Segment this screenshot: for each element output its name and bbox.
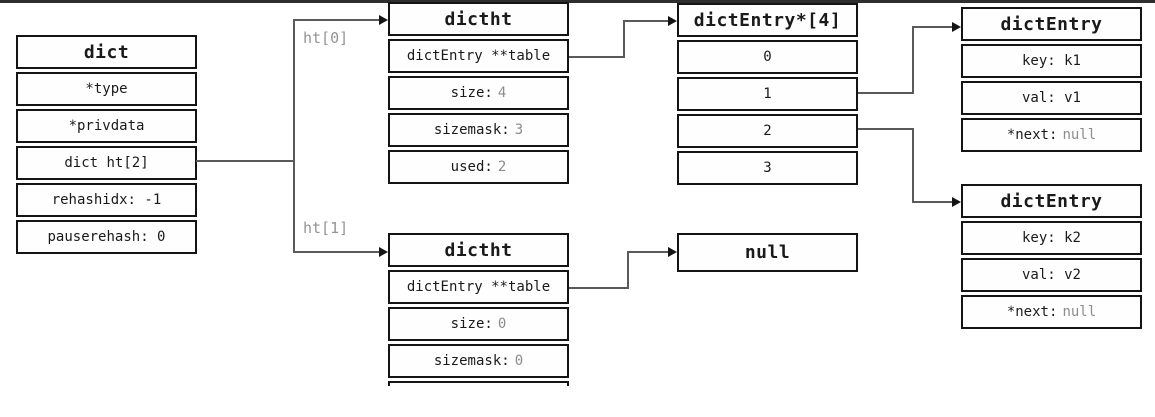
field-value: 4 (497, 85, 507, 101)
arrow-head-icon (379, 15, 388, 25)
bucket-index: 1 (763, 86, 772, 102)
field-ht0-used: used:2 (388, 150, 569, 184)
struct-dict-entry-1-title: dictEntry (961, 7, 1142, 41)
connector-line (569, 287, 629, 289)
field-label: dictEntry **table (406, 48, 551, 64)
bucket-index: 2 (763, 123, 772, 139)
connector-line (623, 20, 670, 22)
bucket-1: 1 (677, 77, 858, 111)
arrow-head-icon (952, 22, 961, 32)
struct-dictht-ht0-title: dictht (388, 2, 569, 36)
arrow-head-icon (379, 247, 388, 257)
field-ht1-table: dictEntry **table (388, 270, 569, 304)
field-ht0-sizemask: sizemask:3 (388, 113, 569, 147)
edge-label-ht0: ht[0] (303, 29, 349, 47)
connector-line (858, 92, 914, 94)
connector-line (623, 20, 625, 58)
field-label: pauserehash: 0 (47, 229, 166, 245)
bucket-3: 3 (677, 151, 858, 185)
field-label: key: k2 (1021, 230, 1081, 246)
field-dict-rehashidx: rehashidx: -1 (16, 183, 197, 217)
struct-dictht-ht0: dictht dictEntry **table size:4 sizemask… (388, 2, 569, 184)
struct-dictht-ht1-title: dictht (388, 233, 569, 267)
field-label: dict ht[2] (64, 155, 149, 171)
arrow-head-icon (952, 197, 961, 207)
field-ht1-sizemask: sizemask:0 (388, 344, 569, 378)
field-value: null (1062, 127, 1097, 143)
field-label: val: v2 (1021, 267, 1081, 283)
field-label: dictEntry **table (406, 279, 551, 295)
field-entry2-key: key: k2 (961, 221, 1142, 255)
field-entry2-next: *next:null (961, 295, 1142, 329)
field-dict-pauserehash: pauserehash: 0 (16, 220, 197, 254)
field-label: *type (85, 81, 128, 97)
field-label: sizemask: (433, 353, 510, 369)
connector-line (293, 19, 295, 253)
field-dict-type: *type (16, 72, 197, 106)
struct-dict: dict *type *privdata dict ht[2] rehashid… (16, 35, 197, 254)
struct-dict-title: dict (16, 35, 197, 69)
bucket-2: 2 (677, 114, 858, 148)
connector-line (912, 128, 914, 203)
field-entry1-val: val: v1 (961, 81, 1142, 115)
field-entry1-next: *next:null (961, 118, 1142, 152)
edge-label-ht1: ht[1] (303, 219, 349, 237)
field-value: null (1062, 304, 1097, 320)
window-edge-strip (0, 0, 1155, 3)
connector-line (912, 26, 914, 94)
field-label: *privdata (68, 118, 145, 134)
field-label: *next: (1006, 127, 1058, 143)
bucket-index: 0 (763, 49, 772, 65)
field-ht0-table: dictEntry **table (388, 39, 569, 73)
field-label: val: v1 (1021, 90, 1081, 106)
field-label: *next: (1006, 304, 1058, 320)
field-value: 0 (514, 353, 524, 369)
field-label: size: (450, 316, 493, 332)
connector-line (912, 201, 954, 203)
connector-line (627, 251, 629, 289)
struct-dict-entry-1: dictEntry key: k1 val: v1 *next:null (961, 7, 1142, 152)
struct-dict-entry-2-title: dictEntry (961, 184, 1142, 218)
struct-dictht-ht1: dictht dictEntry **table size:0 sizemask… (388, 233, 569, 386)
field-label: size: (450, 85, 493, 101)
arrow-head-icon (668, 247, 677, 257)
bucket-0: 0 (677, 40, 858, 74)
connector-line (858, 128, 914, 130)
field-value: 2 (497, 159, 507, 175)
bucket-index: 3 (763, 160, 772, 176)
struct-dict-entry-2: dictEntry key: k2 val: v2 *next:null (961, 184, 1142, 329)
connector-line (293, 19, 381, 21)
struct-dict-entry-array-title: dictEntry*[4] (677, 3, 858, 37)
arrow-head-icon (668, 16, 677, 26)
field-label: used: (450, 159, 493, 175)
null-box: null (677, 233, 858, 272)
field-entry1-key: key: k1 (961, 44, 1142, 78)
connector-line (196, 160, 295, 162)
field-value: 0 (497, 316, 507, 332)
field-label: sizemask: (433, 122, 510, 138)
struct-dict-entry-array: dictEntry*[4] 0 1 2 3 (677, 3, 858, 185)
field-entry2-val: val: v2 (961, 258, 1142, 292)
connector-line (569, 56, 625, 58)
field-ht0-size: size:4 (388, 76, 569, 110)
field-ht1-partial-clipped (388, 381, 569, 386)
field-ht1-size: size:0 (388, 307, 569, 341)
field-label: rehashidx: -1 (51, 192, 162, 208)
field-dict-ht2: dict ht[2] (16, 146, 197, 180)
connector-line (293, 251, 381, 253)
connector-line (912, 26, 954, 28)
connector-line (627, 251, 669, 253)
field-value: 3 (514, 122, 524, 138)
field-dict-privdata: *privdata (16, 109, 197, 143)
field-label: key: k1 (1021, 53, 1081, 69)
